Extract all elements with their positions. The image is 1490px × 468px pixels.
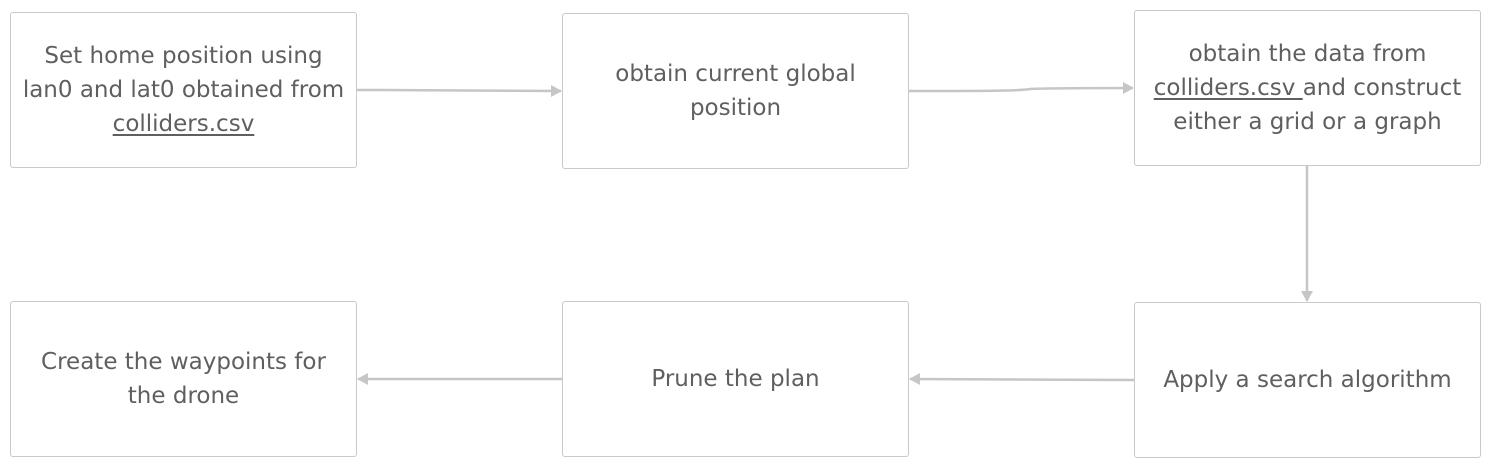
flow-step-obtain-global-position: obtain current global position <box>562 13 909 169</box>
step-text-line: position <box>689 95 782 121</box>
step-text-line: lan0 and lat0 obtained from <box>22 77 345 103</box>
step-text-line: Prune the plan <box>651 366 820 392</box>
flow-step-create-waypoints: Create the waypoints for the drone <box>10 301 357 457</box>
colliders-csv-link[interactable]: colliders.csv <box>112 111 255 137</box>
step-text-line: Create the waypoints for <box>41 349 326 375</box>
step-text-line: Apply a search algorithm <box>1163 367 1452 393</box>
step-text-line: obtain the data from <box>1188 41 1427 67</box>
flow-step-apply-search: Apply a search algorithm <box>1134 302 1481 458</box>
arrow-node2-to-node3 <box>908 82 1134 95</box>
flow-step-set-home-position: Set home position using lan0 and lat0 ob… <box>10 12 357 168</box>
step-text-line: either a grid or a graph <box>1173 109 1442 135</box>
arrow-node1-to-node2 <box>356 84 562 97</box>
colliders-csv-link[interactable]: colliders.csv <box>1153 75 1303 101</box>
arrow-node4-to-node5 <box>909 373 1135 386</box>
flow-step-prune-plan: Prune the plan <box>562 301 909 457</box>
step-text-fragment: and construct <box>1302 75 1462 101</box>
step-text-line: obtain current global <box>615 61 856 87</box>
flow-step-obtain-data-construct: obtain the data from colliders.csv and c… <box>1134 10 1481 166</box>
step-text-line: the drone <box>127 383 240 409</box>
step-text-line: Set home position using <box>44 43 323 69</box>
